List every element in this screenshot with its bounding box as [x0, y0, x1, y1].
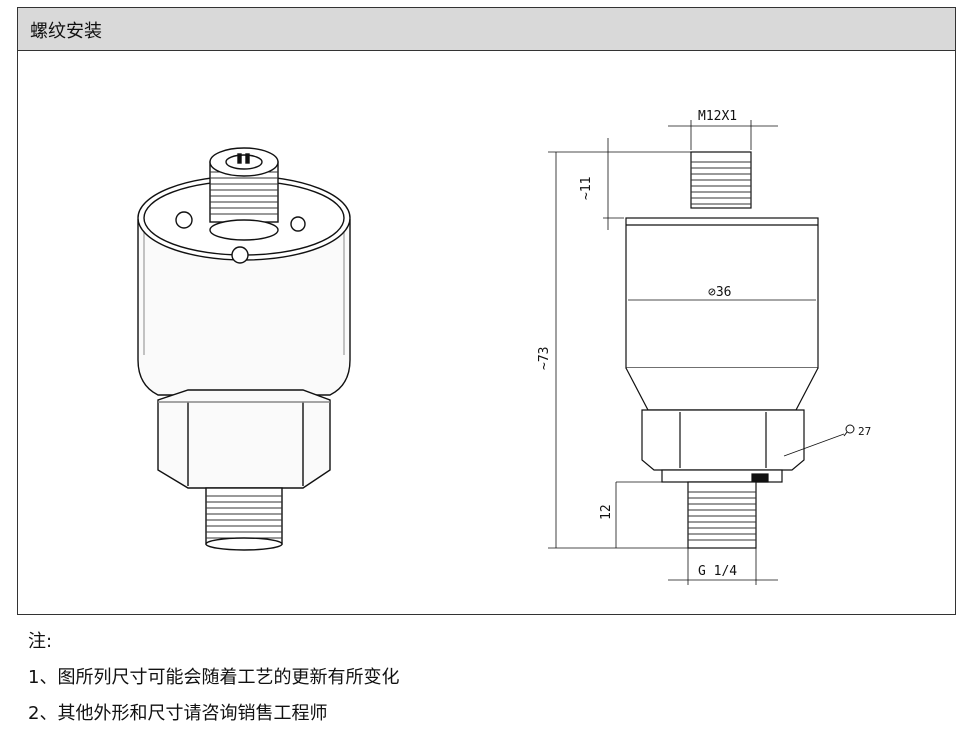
dim-hex: 27: [858, 425, 871, 438]
dim-top-height: ~11: [579, 177, 594, 200]
dim-bottom-height: 12: [599, 504, 614, 520]
drawing-svg: M12X1 ~11 ⊘36 ~73 27 12 G 1/4: [137, 109, 871, 585]
notes-heading: 注:: [28, 631, 53, 652]
dim-thread-top: M12X1: [698, 109, 737, 124]
dim-thread-bottom: G 1/4: [698, 564, 737, 579]
panel-header: 螺纹安装: [18, 8, 955, 51]
notes-section: 注: 1、图所列尺寸可能会随着工艺的更新有所变化 2、其他外形和尺寸请咨询销售工…: [28, 624, 399, 732]
drawing-area: M12X1 ~11 ⊘36 ~73 27 12 G 1/4: [18, 50, 955, 614]
sensor-dimension-drawing: [548, 120, 845, 585]
dim-total-height: ~73: [537, 347, 552, 370]
note-item-2: 2、其他外形和尺寸请咨询销售工程师: [28, 703, 328, 724]
sensor-3d-render: [137, 147, 351, 551]
dim-body-diameter: ⊘36: [708, 285, 731, 300]
panel-title: 螺纹安装: [30, 21, 102, 42]
drawing-panel: 螺纹安装: [17, 7, 956, 615]
wrench-icon: [843, 424, 855, 437]
note-item-1: 1、图所列尺寸可能会随着工艺的更新有所变化: [28, 667, 400, 688]
